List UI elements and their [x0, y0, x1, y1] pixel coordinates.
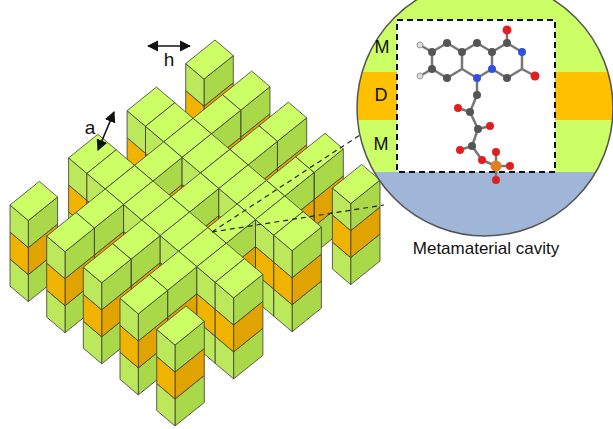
- layer-band-label: D: [372, 84, 391, 108]
- layer-letter: D: [375, 86, 388, 106]
- dimension-arrow-a: [98, 112, 114, 150]
- pillar-top: [274, 212, 322, 251]
- dimension-arrow-h: [148, 45, 190, 47]
- cavity-gap: [397, 20, 555, 172]
- dimension-label: h: [164, 50, 175, 71]
- pillar-top: [10, 181, 58, 220]
- cavity-box: [397, 20, 555, 172]
- molecule: [420, 30, 535, 180]
- molecule-atoms: [417, 26, 540, 185]
- layer-letter: M: [374, 135, 389, 155]
- layer-band-label: M: [371, 133, 392, 157]
- metamaterial-slab: [10, 40, 380, 426]
- caption-label: Metamaterial cavity: [413, 240, 559, 259]
- leader-line: [212, 135, 360, 232]
- pillar-top: [186, 40, 234, 79]
- zoom-circle: [357, 0, 613, 236]
- zoom-circle-content: [350, 0, 613, 252]
- leader-line: [212, 205, 384, 232]
- pillar-top: [157, 306, 205, 345]
- pillar-top: [83, 244, 131, 283]
- dimension-label: a: [85, 118, 96, 139]
- layer-letter: M: [375, 38, 390, 58]
- layer-band-label: M: [372, 36, 393, 60]
- pillar-top: [215, 259, 263, 298]
- pillar-top: [120, 275, 168, 314]
- pillar-top: [47, 213, 95, 252]
